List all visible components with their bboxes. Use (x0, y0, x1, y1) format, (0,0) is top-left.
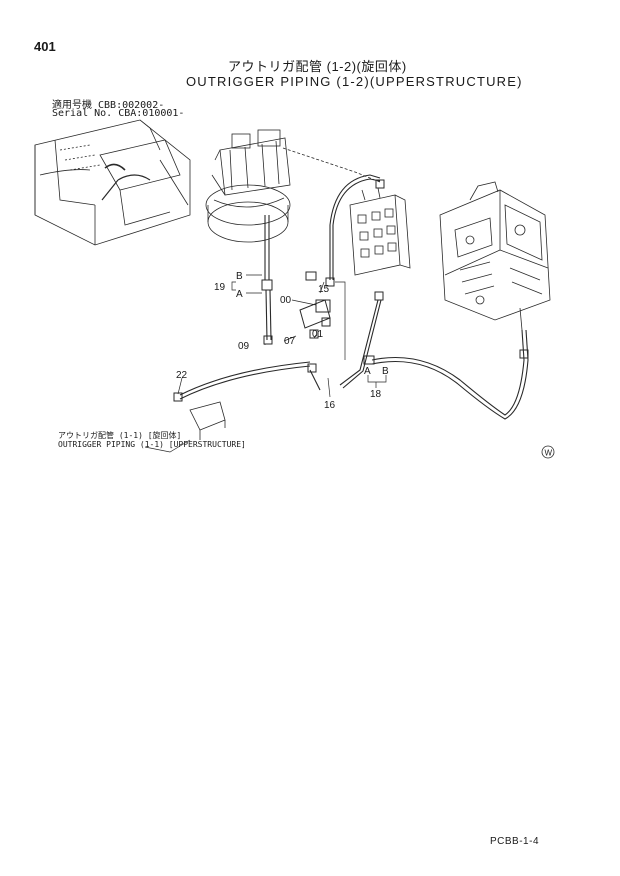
callout-b-left: B (236, 271, 243, 282)
hose-lines (179, 147, 529, 420)
bracket (189, 401, 226, 440)
swing-motor (205, 129, 291, 243)
callout-09: 09 (238, 341, 250, 352)
reference-note-ja: アウトリガ配管 (1-1) [旋回体] (58, 431, 182, 440)
document-code: PCBB-1-4 (490, 836, 540, 847)
reference-note-en: OUTRIGGER PIPING (1-1) [UPPERSTRUCTURE] (58, 440, 246, 449)
w-mark: W (541, 445, 555, 459)
callout-18: 18 (370, 389, 382, 400)
engine-assembly (439, 181, 551, 331)
control-valve (349, 187, 411, 276)
callout-15: 15 (318, 284, 330, 295)
page-number: 401 (34, 39, 56, 54)
callout-01: 01 (312, 329, 324, 340)
callout-19: 19 (214, 282, 226, 293)
title-english: OUTRIGGER PIPING (1-2)(UPPERSTRUCTURE) (186, 74, 523, 89)
fittings (173, 179, 529, 402)
excavator-illustration (34, 119, 191, 246)
callout-07: 07 (284, 336, 296, 347)
callout-00: 00 (280, 295, 292, 306)
serial-applicability-ja: 適用号機 CBB:002002- (52, 100, 165, 111)
callout-22: 22 (176, 370, 188, 381)
callout-16: 16 (324, 400, 336, 411)
serial-number-line: Serial No. CBA:010001- (52, 108, 185, 119)
callout-a-left: A (236, 289, 243, 300)
callout-a-right: A (364, 366, 371, 377)
callout-leaders (144, 274, 387, 453)
title-japanese: アウトリガ配管 (1-2)(旋回体) (228, 59, 407, 74)
svg-text:W: W (545, 449, 553, 458)
callout-b-right: B (382, 366, 389, 377)
